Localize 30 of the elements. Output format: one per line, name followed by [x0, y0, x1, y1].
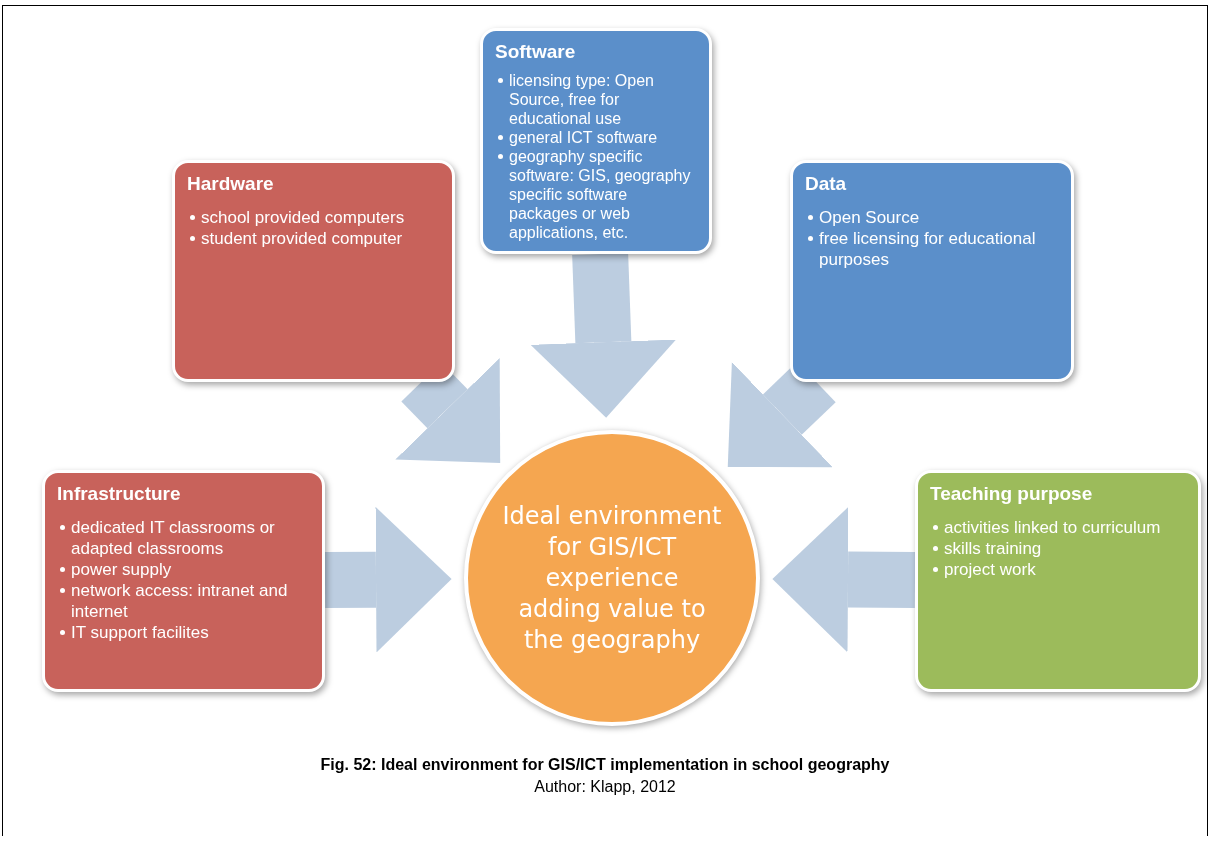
box-heading: Infrastructure [57, 483, 182, 505]
software-box [480, 28, 712, 254]
block-arrow [324, 506, 449, 653]
bullet-item: network access: intranet and internet [71, 581, 288, 621]
bullet-item: school provided computers [201, 208, 405, 227]
box-heading: Teaching purpose [930, 483, 1094, 505]
box-heading: Data [805, 173, 848, 195]
bullet-item: IT support facilites [71, 623, 209, 642]
block-arrow [395, 358, 500, 461]
bullet-item: student provided computer [201, 229, 403, 248]
block-arrow [775, 506, 916, 653]
center-text: Ideal environment for GIS/ICT experience adding value to the geography [502, 500, 722, 656]
hardware-box [172, 160, 455, 382]
bullet-item: power supply [71, 560, 172, 579]
infrastructure-box [42, 470, 325, 692]
block-arrow [530, 253, 677, 415]
bullet-item: geography specific software: GIS, geography specific software packages or web applications, etc. [509, 148, 691, 241]
bullet-item: activities linked to curriculum [944, 518, 1161, 537]
bullet-item: free licensing for educational purposes [819, 229, 1036, 269]
bullet-item: Open Source [819, 208, 920, 227]
block-arrow [729, 361, 836, 468]
box-heading: Hardware [187, 173, 275, 195]
box-heading: Software [495, 41, 577, 63]
teaching-purpose-box [915, 470, 1201, 692]
bullet-item: skills training [944, 539, 1042, 558]
bullet-item: general ICT software [509, 129, 658, 146]
data-box [790, 160, 1074, 382]
figure-caption: Fig. 52: Ideal environment for GIS/ICT implementation in school geography [319, 756, 891, 774]
author-credit: Author: Klapp, 2012 [533, 778, 677, 796]
bullet-item: project work [944, 560, 1036, 579]
